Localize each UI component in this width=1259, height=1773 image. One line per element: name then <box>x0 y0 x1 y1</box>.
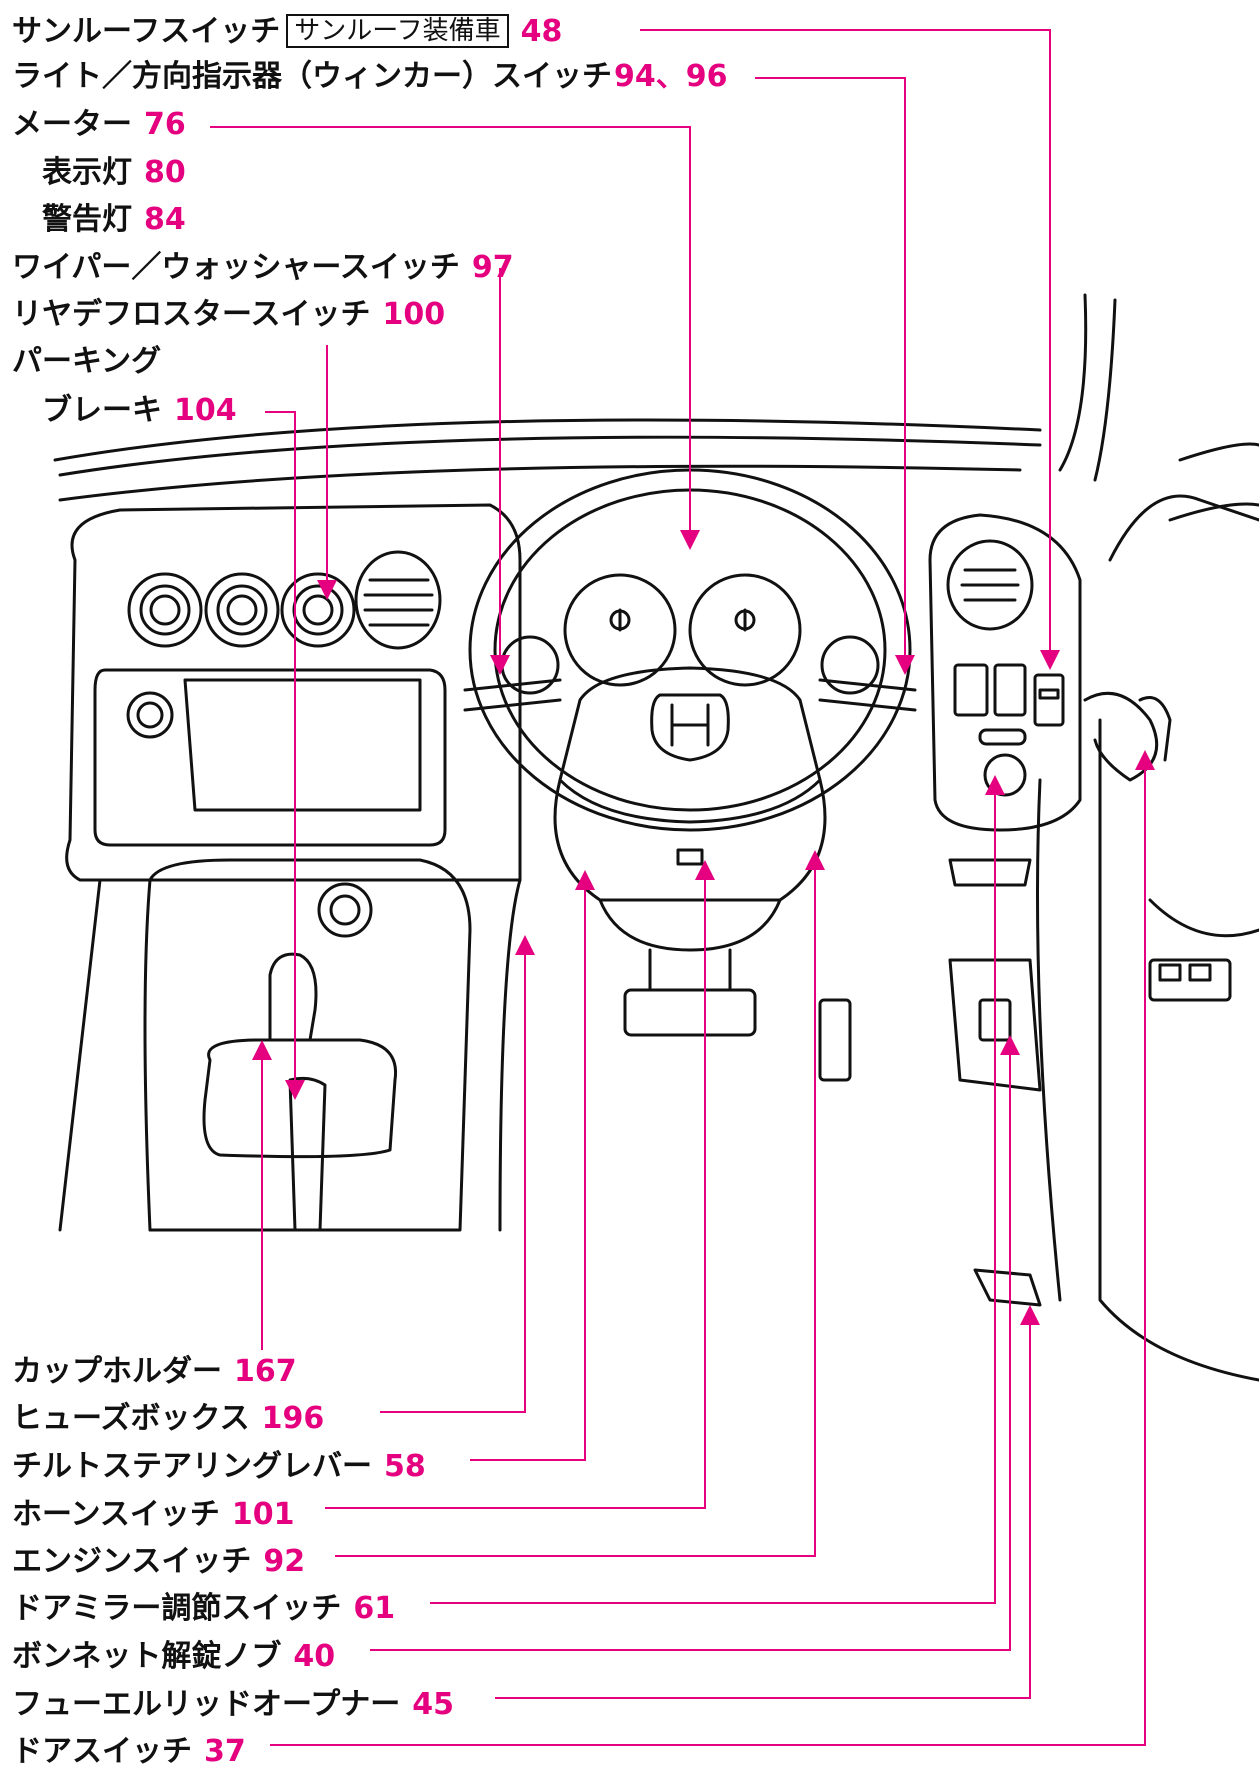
label-text: ヒューズボックス <box>12 1401 250 1436</box>
label-parking-brake-line1: パーキング <box>12 347 161 377</box>
page-number: 45 <box>412 1687 454 1722</box>
label-sunroof-switch: サンルーフスイッチサンルーフ装備車 48 <box>12 14 562 48</box>
page-number: 196 <box>261 1401 325 1436</box>
label-text: ボンネット解錠ノブ <box>12 1639 282 1674</box>
label-rear-defroster-switch: リヤデフロスタースイッチ 100 <box>12 300 445 330</box>
page-number: 61 <box>353 1591 396 1626</box>
page-number: 104 <box>174 393 237 428</box>
page-number: 97 <box>471 250 514 285</box>
page-number: 37 <box>204 1734 246 1769</box>
leader-fusebox <box>380 935 535 1413</box>
page-number: 80 <box>144 155 186 190</box>
label-text: サンルーフスイッチ <box>12 14 281 49</box>
equipment-tag: サンルーフ装備車 <box>286 14 509 48</box>
label-horn-switch: ホーンスイッチ 101 <box>12 1500 295 1530</box>
label-text: ワイパー／ウォッシャースイッチ <box>12 250 460 285</box>
page-number: 101 <box>231 1497 295 1532</box>
label-wiper-switch: ワイパー／ウォッシャースイッチ 97 <box>12 253 514 283</box>
label-text: フューエルリッドオープナー <box>12 1687 401 1722</box>
label-door-switch: ドアスイッチ 37 <box>12 1737 246 1767</box>
page-number: 84 <box>144 202 186 237</box>
leader-door <box>270 750 1155 1746</box>
leader-mirror <box>430 775 1005 1604</box>
label-text: ブレーキ <box>42 393 162 428</box>
label-text: ホーンスイッチ <box>12 1497 220 1532</box>
label-text: パーキング <box>12 344 162 379</box>
label-text: 警告灯 <box>42 202 132 237</box>
leader-sunroof <box>640 29 1060 670</box>
page-number: 100 <box>382 297 446 332</box>
label-indicator-lamp: 表示灯 80 <box>42 158 186 188</box>
label-fuel-lid-opener: フューエルリッドオープナー 45 <box>12 1690 454 1720</box>
label-door-mirror-switch: ドアミラー調節スイッチ 61 <box>12 1594 395 1624</box>
label-text: ライト／方向指示器（ウィンカー）スイッチ <box>12 59 612 94</box>
label-text: 表示灯 <box>42 155 132 190</box>
page-number: 40 <box>293 1639 336 1674</box>
label-light-switch: ライト／方向指示器（ウィンカー）スイッチ94、96 <box>12 62 728 92</box>
label-tilt-steering-lever: チルトステアリングレバー 58 <box>12 1452 426 1482</box>
leader-meter <box>210 126 700 550</box>
label-engine-switch: エンジンスイッチ 92 <box>12 1547 305 1577</box>
label-cup-holder: カップホルダー 167 <box>12 1357 297 1387</box>
page-number: 92 <box>263 1544 306 1579</box>
leader-bonnet <box>370 1035 1020 1651</box>
leader-horn <box>325 860 715 1509</box>
leader-light <box>755 77 915 675</box>
page-number: 76 <box>144 107 186 142</box>
page-number: 48 <box>520 14 563 49</box>
leader-tilt <box>470 870 595 1461</box>
label-text: チルトステアリングレバー <box>12 1449 372 1484</box>
label-text: ドアスイッチ <box>12 1734 192 1769</box>
label-warning-lamp: 警告灯 84 <box>42 205 186 235</box>
page-number: 58 <box>384 1449 426 1484</box>
label-text: メーター <box>12 107 132 142</box>
leader-fuel <box>495 1305 1040 1699</box>
label-fuse-box: ヒューズボックス 196 <box>12 1404 324 1434</box>
label-text: エンジンスイッチ <box>12 1544 252 1579</box>
label-bonnet-release: ボンネット解錠ノブ 40 <box>12 1642 335 1672</box>
leader-engine <box>335 850 825 1557</box>
page-number: 94、96 <box>614 59 728 94</box>
label-parking-brake-line2: ブレーキ 104 <box>42 396 237 426</box>
label-text: リヤデフロスタースイッチ <box>12 297 371 332</box>
leader-parking <box>265 411 305 1100</box>
label-text: カップホルダー <box>12 1354 222 1389</box>
label-meter: メーター 76 <box>12 110 186 140</box>
page-number: 167 <box>234 1354 297 1389</box>
label-text: ドアミラー調節スイッチ <box>12 1591 342 1626</box>
